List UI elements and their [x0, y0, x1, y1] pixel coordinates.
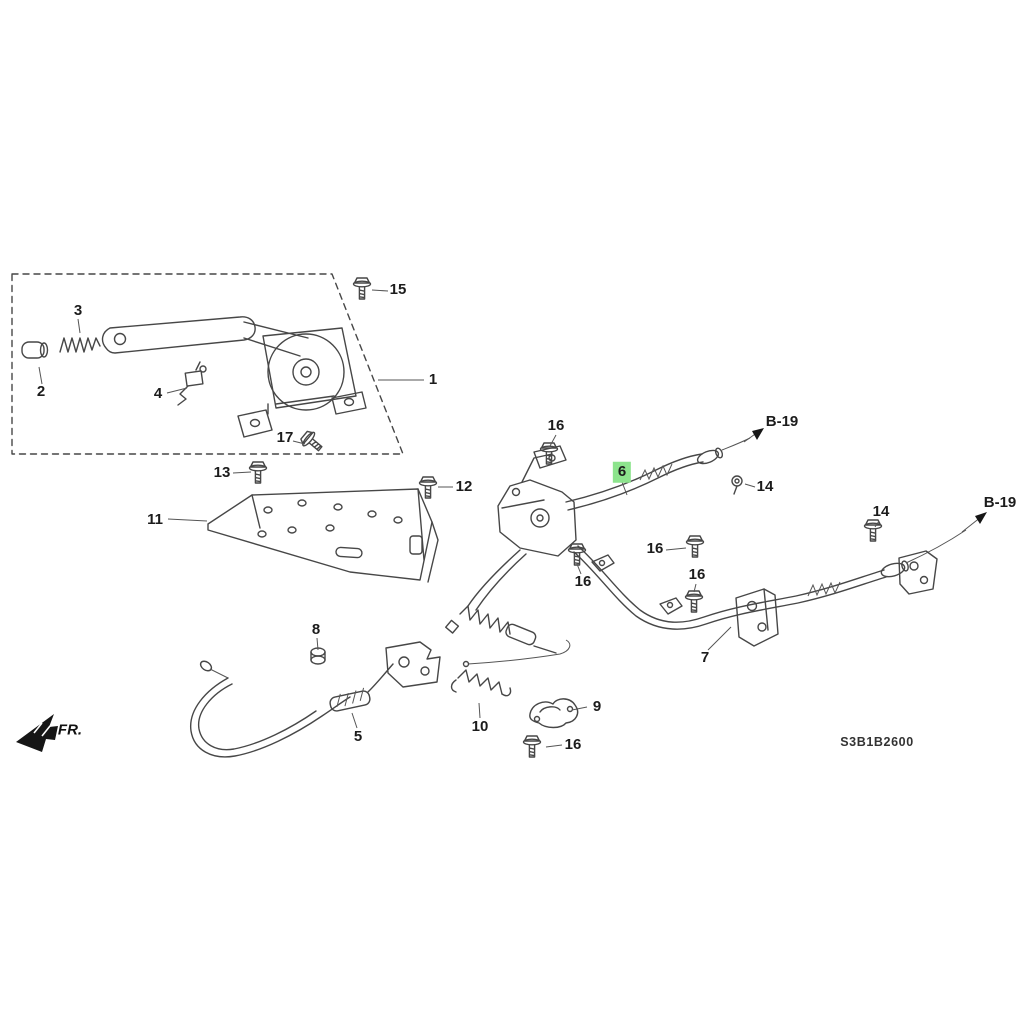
leader-lines [38, 289, 880, 748]
parking-brake-cable-6 [565, 428, 764, 511]
brake-warning-switch [177, 361, 207, 406]
label-part-9: 9 [592, 697, 602, 715]
parking-brake-lever [101, 316, 367, 438]
lever-knob [21, 341, 49, 359]
cable-grommet-8 [310, 647, 326, 665]
label-part-6: 6 [612, 461, 632, 483]
label-part-13: 13 [213, 463, 231, 481]
label-part-7: 7 [700, 648, 710, 666]
label-part-1: 1 [428, 370, 438, 388]
label-ref-b19-top: B-19 [765, 412, 799, 430]
return-spring-10 [450, 669, 512, 697]
diagram-code: S3B1B2600 [840, 735, 914, 749]
bolt-16-b [685, 535, 705, 558]
label-part-16-e: 16 [564, 735, 582, 753]
label-part-16-c: 16 [574, 572, 592, 590]
label-part-8: 8 [311, 620, 321, 638]
label-part-16-d: 16 [688, 565, 706, 583]
label-part-10: 10 [471, 717, 489, 735]
label-part-12: 12 [455, 477, 473, 495]
label-part-17: 17 [276, 428, 294, 446]
fr-direction-arrow [16, 714, 58, 752]
lever-assembly-boundary [11, 273, 404, 455]
bolt-12 [418, 476, 438, 499]
label-part-11: 11 [147, 510, 163, 528]
label-part-2: 2 [36, 382, 46, 400]
fr-direction-label: FR. [57, 721, 83, 739]
label-part-5: 5 [353, 727, 363, 745]
label-part-15: 15 [389, 280, 407, 298]
bolt-16-a [539, 442, 559, 465]
label-part-14-a: 14 [756, 477, 774, 495]
bolt-14-b [863, 519, 883, 542]
bolt-16-e [522, 735, 542, 758]
equalizer-adjuster-cable [445, 549, 571, 668]
label-part-4: 4 [153, 384, 163, 402]
knob-spring [59, 337, 101, 353]
label-part-3: 3 [73, 301, 83, 319]
label-part-16-b: 16 [646, 539, 664, 557]
bolt-13 [248, 461, 268, 484]
front-brake-cable-5 [190, 641, 441, 758]
parking-brake-cable-7 [573, 512, 987, 647]
equalizer-bracket [497, 445, 577, 557]
bolt-17 [297, 428, 327, 456]
bolt-15 [352, 277, 372, 300]
mounting-bracket-plate [207, 488, 439, 583]
label-part-14-b: 14 [872, 502, 890, 520]
label-part-16-a: 16 [547, 416, 565, 434]
bolt-16-d [684, 590, 704, 613]
label-ref-b19-right: B-19 [983, 493, 1017, 511]
cable-clamp-9 [529, 698, 579, 729]
